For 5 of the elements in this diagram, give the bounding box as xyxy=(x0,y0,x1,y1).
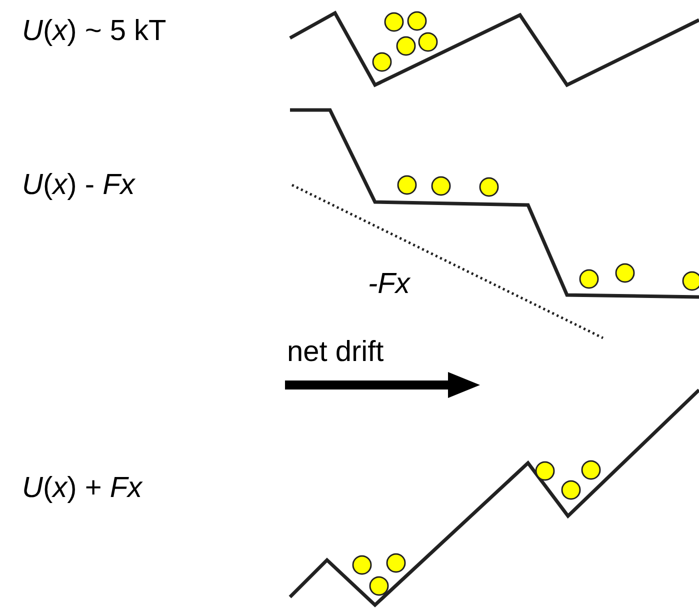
formula-label: U(x) ~ 5 kT xyxy=(22,17,166,46)
formula-label: net drift xyxy=(287,338,384,367)
formula-label: -Fx xyxy=(368,270,410,299)
formula-label: U(x) + Fx xyxy=(22,474,142,503)
formula-label: U(x) - Fx xyxy=(22,171,135,200)
